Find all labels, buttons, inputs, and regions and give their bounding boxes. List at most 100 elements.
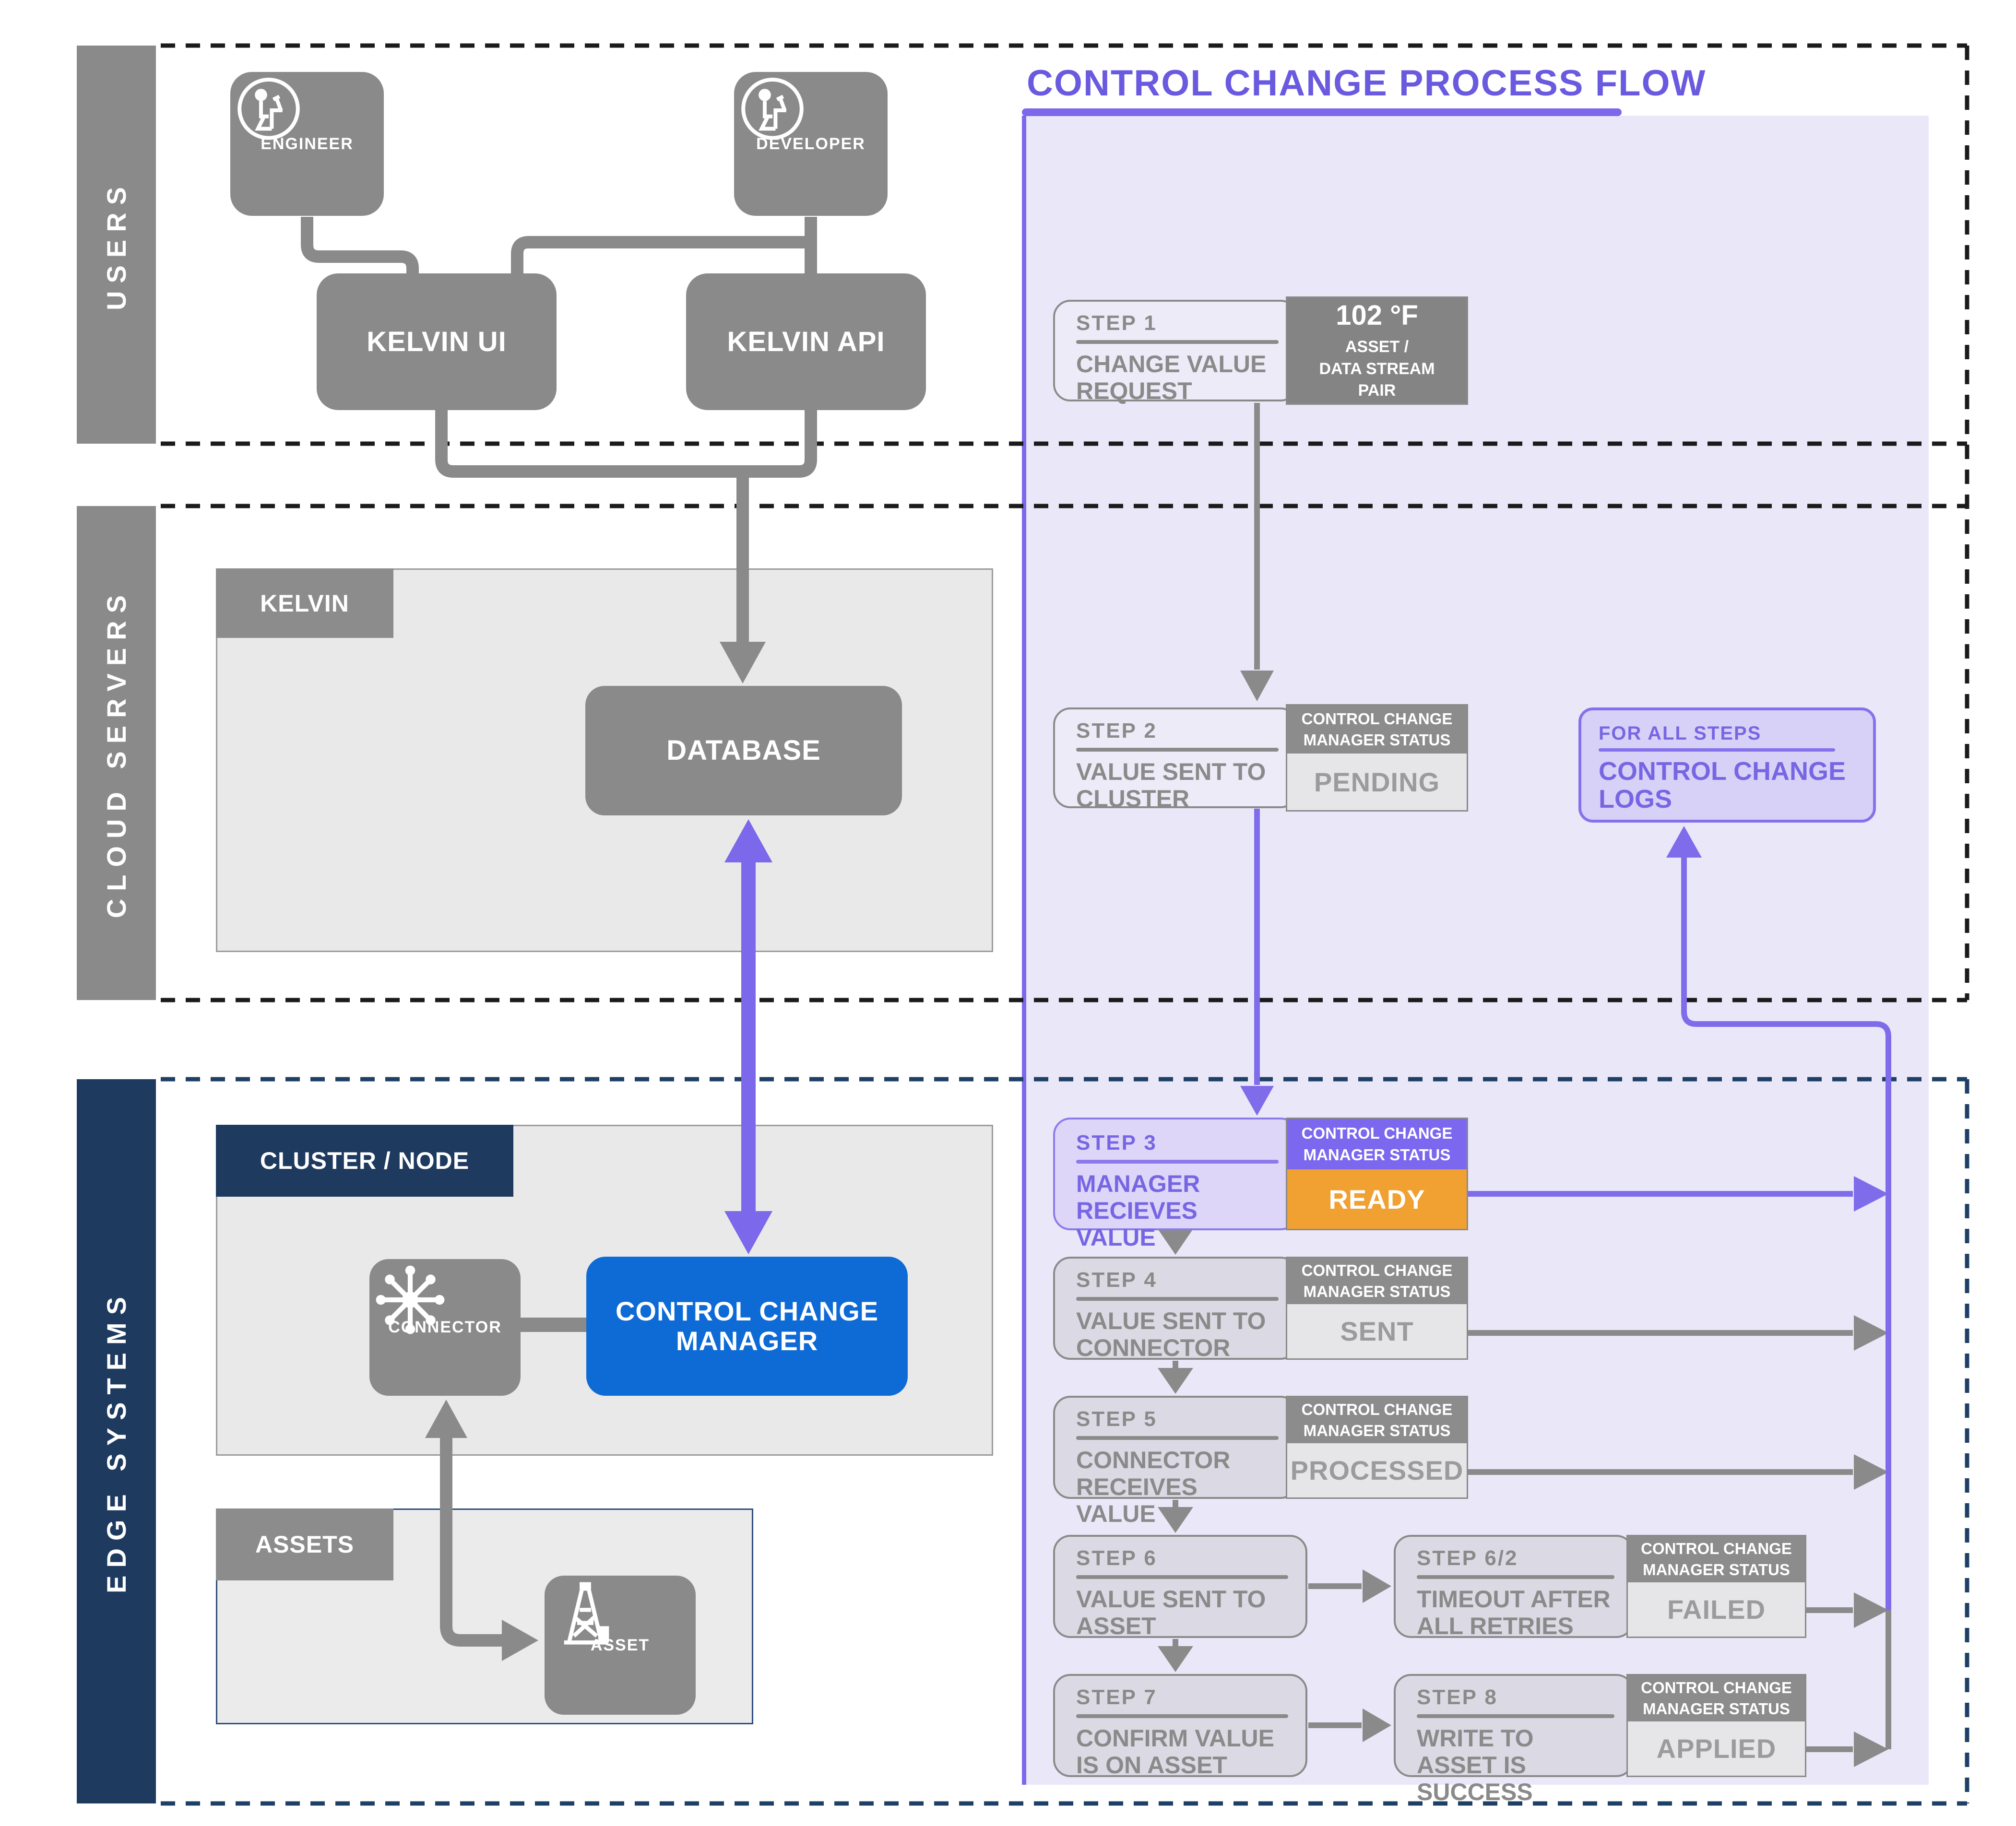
step-rule <box>1417 1575 1614 1579</box>
kelvin-container-label: KELVIN <box>260 589 349 617</box>
arrowhead-into-database <box>720 642 766 683</box>
arrowhead-into-asset <box>502 1620 538 1661</box>
flow-step-8: STEP 8 WRITE TO ASSET IS SUCCESS <box>1394 1674 1634 1805</box>
lane-cloud-servers-bar: CLOUD SERVERS <box>77 506 156 1000</box>
kelvin-container-tab: KELVIN <box>216 568 393 638</box>
step-rule <box>1076 1297 1279 1301</box>
lane-users-bar: USERS <box>77 46 156 444</box>
step-label: STEP 7 <box>1076 1685 1157 1709</box>
step-label: STEP 5 <box>1076 1407 1157 1431</box>
step-rule <box>1076 1436 1279 1440</box>
engineer-node: ENGINEER <box>230 72 384 216</box>
logs-title: CONTROL CHANGE LOGS <box>1599 757 1846 814</box>
cluster-node-label: CLUSTER / NODE <box>260 1147 470 1174</box>
value-tag-value: 102 °F <box>1336 299 1418 331</box>
arrowhead-down-into-manager <box>724 1211 772 1254</box>
step-rule <box>1076 1575 1288 1579</box>
arrowhead-into-connector <box>425 1400 467 1438</box>
value-tag-line3: PAIR <box>1358 381 1396 400</box>
logs-label: FOR ALL STEPS <box>1599 723 1762 744</box>
step-label: STEP 3 <box>1076 1131 1157 1155</box>
status-value: FAILED <box>1628 1582 1805 1637</box>
asset-node: ASSET <box>545 1576 696 1715</box>
status-value: PENDING <box>1287 754 1467 810</box>
arrowhead-up-into-database <box>724 819 772 862</box>
status-value: PROCESSED <box>1287 1443 1467 1497</box>
status-value: READY <box>1287 1169 1467 1229</box>
kelvin-api-node: KELVIN API <box>686 273 926 410</box>
value-tag-line1: ASSET / <box>1345 337 1409 356</box>
database-label: DATABASE <box>666 735 821 766</box>
lane-dashed-borders-black <box>161 43 1969 1002</box>
step-title: MANAGER RECIEVES VALUE <box>1076 1170 1200 1251</box>
process-flow-title-underline <box>1022 108 1622 116</box>
step-title: TIMEOUT AFTER ALL RETRIES <box>1417 1586 1611 1639</box>
engineer-to-kelvin-ui-line <box>301 217 419 274</box>
connector-node: CONNECTOR <box>369 1259 521 1396</box>
step-title: VALUE SENT TO CLUSTER <box>1076 758 1266 812</box>
ui-api-merge-line <box>435 409 817 478</box>
kelvin-ui-label: KELVIN UI <box>367 326 507 357</box>
step-title: VALUE SENT TO CONNECTOR <box>1076 1308 1266 1361</box>
logs-rule <box>1599 748 1836 752</box>
database-manager-purple-arrow <box>724 819 772 1254</box>
step-rule <box>1076 340 1279 344</box>
flow-purple-lines <box>1254 809 1891 1610</box>
kelvin-ui-node: KELVIN UI <box>317 273 557 410</box>
step-label: STEP 2 <box>1076 719 1157 742</box>
cluster-node-tab: CLUSTER / NODE <box>216 1125 513 1197</box>
database-node: DATABASE <box>585 686 902 815</box>
flow-step-5: STEP 5 CONNECTOR RECEIVES VALUE <box>1053 1396 1298 1527</box>
step-rule <box>1076 1714 1288 1718</box>
lane-edge-systems-bar: EDGE SYSTEMS <box>77 1079 156 1803</box>
assets-container-label: ASSETS <box>255 1531 355 1558</box>
step-title: CHANGE VALUE REQUEST <box>1076 351 1267 404</box>
process-flow-title: CONTROL CHANGE PROCESS FLOW <box>1027 63 1707 104</box>
flow-step-1: STEP 1 CHANGE VALUE REQUEST <box>1053 300 1298 404</box>
step-label: STEP 6/2 <box>1417 1546 1518 1570</box>
value-tag: 102 °F ASSET / DATA STREAM PAIR <box>1286 296 1468 405</box>
control-change-manager-node: CONTROL CHANGE MANAGER <box>586 1257 908 1396</box>
value-tag-line2: DATA STREAM <box>1319 359 1435 378</box>
flow-purple-arrowheads <box>1240 826 1888 1212</box>
flow-step-4: STEP 4 VALUE SENT TO CONNECTOR <box>1053 1257 1298 1361</box>
flow-step-3: STEP 3 MANAGER RECIEVES VALUE <box>1053 1118 1298 1251</box>
step-label: STEP 4 <box>1076 1268 1157 1292</box>
flow-gray-arrowheads <box>1158 671 1888 1767</box>
developer-to-kelvin-ui-line <box>511 236 811 274</box>
developer-node: DEVELOPER <box>734 72 888 216</box>
status-value: SENT <box>1287 1304 1467 1358</box>
step-rule <box>1076 1160 1279 1164</box>
step-label: STEP 1 <box>1076 311 1157 335</box>
control-change-manager-label: CONTROL CHANGE MANAGER <box>615 1296 879 1356</box>
control-change-logs-box: FOR ALL STEPS CONTROL CHANGE LOGS <box>1578 707 1876 823</box>
step-label: STEP 6 <box>1076 1546 1157 1570</box>
step-rule <box>1076 748 1279 752</box>
lane-dashed-borders-navy <box>161 1077 1969 1806</box>
status-value: APPLIED <box>1628 1721 1805 1776</box>
connector-to-asset-line <box>440 1437 503 1647</box>
step-rule <box>1417 1714 1614 1718</box>
step-title: WRITE TO ASSET IS SUCCESS <box>1417 1725 1534 1805</box>
step-title: CONFIRM VALUE IS ON ASSET <box>1076 1725 1274 1779</box>
flow-step-2: STEP 2 VALUE SENT TO CLUSTER <box>1053 707 1298 812</box>
user-connectors <box>301 217 817 1647</box>
kelvin-api-label: KELVIN API <box>727 326 885 357</box>
flow-step-6: STEP 6 VALUE SENT TO ASSET <box>1053 1535 1307 1639</box>
step-label: STEP 8 <box>1417 1685 1498 1709</box>
step-title: VALUE SENT TO ASSET <box>1076 1586 1266 1639</box>
